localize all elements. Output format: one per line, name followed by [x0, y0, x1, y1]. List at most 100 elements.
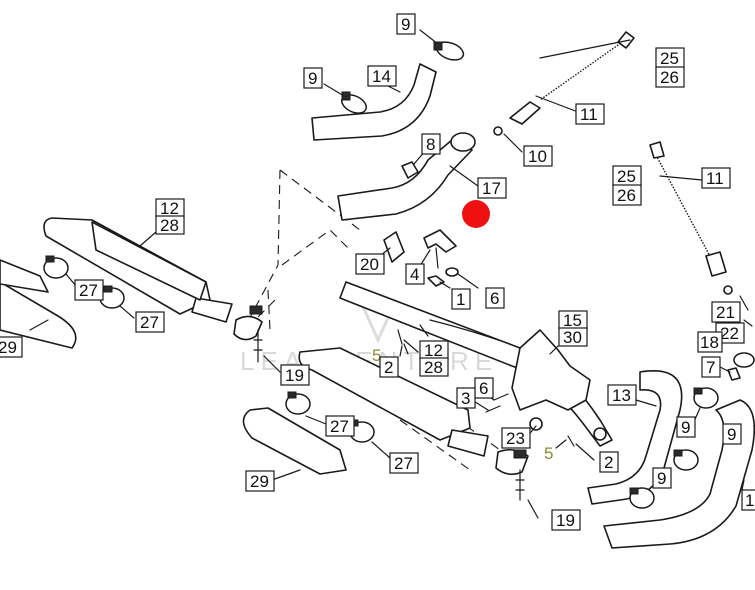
svg-text:17: 17: [482, 179, 501, 198]
hardware-stack-center: [515, 469, 525, 501]
callout-26-right: 26: [612, 184, 642, 206]
mounting-bracket-15: [511, 329, 591, 411]
washer-center: [529, 417, 543, 431]
callout-13: 13: [607, 384, 637, 406]
bolt-1: [427, 275, 445, 287]
callout-18: 18: [697, 331, 723, 353]
callout-12-center: 12: [419, 340, 449, 360]
gasket-18: [733, 352, 755, 368]
bolt-4: [435, 247, 439, 269]
svg-text:5: 5: [372, 346, 381, 365]
svg-text:4: 4: [410, 265, 419, 284]
callout-30: 30: [558, 327, 588, 347]
svg-text:2: 2: [384, 358, 393, 377]
svg-text:22: 22: [720, 324, 739, 343]
svg-text:14: 14: [372, 67, 391, 86]
bolt-5-center: [397, 329, 403, 345]
header-pipe-14: [311, 63, 437, 141]
nut-right: [593, 427, 607, 441]
rail-detail: [419, 319, 511, 345]
svg-text:21: 21: [716, 303, 735, 322]
header-pipe-17-flange: [450, 132, 476, 152]
callout-19-center: 19: [551, 509, 581, 531]
svg-text:9: 9: [727, 425, 736, 444]
bracket-4: [423, 229, 457, 253]
callout-2-center: 2: [379, 356, 399, 378]
header-pipe-17: [337, 139, 473, 221]
oxygen-sensor-cable-right: [655, 154, 713, 261]
clamp-center-19: [249, 305, 527, 459]
callout-9-top: 9: [396, 13, 416, 35]
svg-text:26: 26: [660, 68, 679, 87]
svg-text:25: 25: [617, 167, 636, 186]
callout-3: 3: [456, 387, 476, 409]
callout-19-left: 19: [280, 364, 310, 386]
callout-9-upper: 9: [303, 67, 323, 89]
svg-text:29: 29: [250, 472, 269, 491]
callout-27-center-a: 27: [325, 415, 355, 437]
oxygen-sensor-right: [705, 251, 727, 277]
callout-15: 15: [558, 310, 588, 330]
clamp-right-9a: [693, 387, 719, 409]
nut-7: [727, 367, 741, 381]
washer-right: [723, 285, 733, 295]
callout-9-right-a: 9: [676, 416, 696, 438]
clamp-upper-9: [340, 91, 368, 114]
oxygen-sensor-upper: [509, 101, 541, 125]
svg-text:6: 6: [490, 289, 499, 308]
callout-28-left: 28: [155, 215, 185, 235]
callout-5-right: 5: [544, 444, 553, 463]
svg-text:12: 12: [424, 341, 443, 360]
clamp-right-9c: [629, 487, 655, 509]
svg-text:27: 27: [330, 417, 349, 436]
callout-28-center: 28: [419, 357, 449, 377]
callout-8: 8: [421, 133, 441, 155]
svg-text:26: 26: [617, 186, 636, 205]
callout-26-top: 26: [655, 66, 685, 88]
callout-4: 4: [405, 263, 425, 285]
svg-text:25: 25: [660, 49, 679, 68]
red-marker-dot: [462, 200, 490, 228]
callout-1-right-edge: 1: [741, 489, 755, 511]
callout-25-top: 25: [655, 47, 685, 69]
callout-14: 14: [367, 65, 397, 87]
sensor-right-stud: [739, 295, 753, 327]
svg-text:7: 7: [706, 358, 715, 377]
callout-21: 21: [711, 301, 741, 323]
oxygen-sensor-upper-plug: [617, 31, 635, 49]
svg-text:13: 13: [612, 386, 631, 405]
callout-7: 7: [701, 356, 721, 378]
svg-text:19: 19: [556, 511, 575, 530]
clamp-top-9: [433, 41, 465, 61]
svg-text:20: 20: [360, 255, 379, 274]
tailpipe-center-29: [242, 407, 347, 475]
svg-text:18: 18: [700, 333, 719, 352]
svg-text:9: 9: [681, 418, 690, 437]
callout-6-upper: 6: [485, 287, 505, 309]
bolt-6: [493, 393, 509, 401]
svg-text:9: 9: [308, 69, 317, 88]
svg-text:19: 19: [285, 366, 304, 385]
heat-shield-20: [383, 231, 405, 263]
muffler-left-tip: [191, 297, 233, 323]
bolt-2-center: [403, 343, 409, 355]
washer-10: [493, 126, 503, 136]
callout-12-left: 12: [155, 198, 185, 218]
callout-20: 20: [355, 253, 385, 275]
svg-text:30: 30: [563, 328, 582, 347]
svg-text:27: 27: [79, 281, 98, 300]
callout-11-top: 11: [575, 103, 605, 125]
svg-text:3: 3: [461, 389, 470, 408]
leader-lines: [29, 29, 745, 519]
svg-text:27: 27: [394, 454, 413, 473]
svg-text:15: 15: [563, 311, 582, 330]
svg-text:9: 9: [657, 469, 666, 488]
oxygen-sensor-right-plug: [649, 141, 665, 159]
callout-10: 10: [523, 145, 553, 167]
muffler-center-tip: [447, 429, 489, 457]
svg-text:11: 11: [580, 105, 598, 124]
callout-9-right-c: 9: [652, 467, 672, 489]
tailpipe-left-29: [0, 281, 77, 349]
svg-text:10: 10: [528, 147, 547, 166]
